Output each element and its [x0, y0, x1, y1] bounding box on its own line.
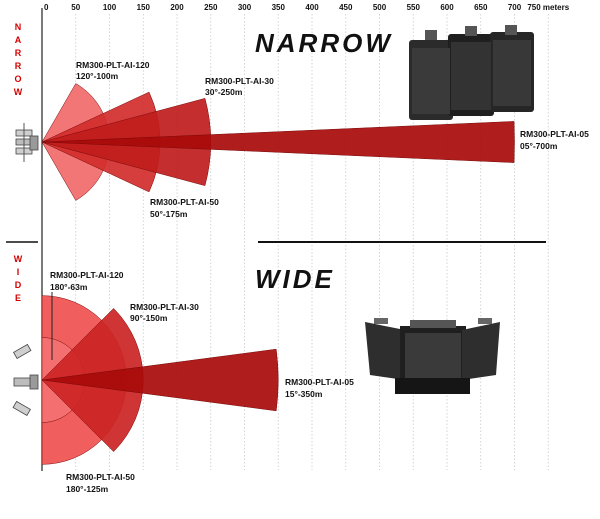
- narrow-label-120-spec: 120°-100m: [76, 71, 119, 81]
- side-letter: D: [15, 280, 22, 290]
- axis-tick-label: 250: [204, 3, 218, 12]
- narrow-label-05-spec: 05°-700m: [520, 141, 558, 151]
- side-label-wide: WIDE: [14, 254, 23, 303]
- wide-title: WIDE: [255, 264, 335, 294]
- side-letter: N: [15, 22, 22, 32]
- axis-tick-label: 100: [103, 3, 117, 12]
- illuminator-icon-wide: [12, 343, 39, 417]
- narrow-label-120-model: RM300-PLT-AI-120: [76, 60, 150, 70]
- wide-label-05-spec: 15°-350m: [285, 389, 323, 399]
- narrow-label-30-model: RM300-PLT-AI-30: [205, 76, 274, 86]
- axis-tick-label: 350: [272, 3, 286, 12]
- axis-tick-label: 650: [474, 3, 488, 12]
- axis-tick-label: 300: [238, 3, 252, 12]
- wide-label-120-model: RM300-PLT-AI-120: [50, 270, 124, 280]
- wide-illuminator-product-image: [365, 318, 500, 394]
- narrow-beam-cone: [41, 121, 515, 163]
- wide-label-30-model: RM300-PLT-AI-30: [130, 302, 199, 312]
- side-letter: W: [14, 254, 23, 264]
- wide-label-50-model: RM300-PLT-AI-50: [66, 472, 135, 482]
- axis-tick-label: 500: [373, 3, 387, 12]
- axis-tick-label: 600: [440, 3, 454, 12]
- wide-label-05-model: RM300-PLT-AI-05: [285, 377, 354, 387]
- axis-tick-label: 150: [137, 3, 151, 12]
- side-label-narrow: NARROW: [14, 22, 23, 97]
- wide-beam-cones: [41, 295, 279, 465]
- axis-tick-label: 550: [407, 3, 421, 12]
- narrow-label-05-model: RM300-PLT-AI-05: [520, 129, 589, 139]
- axis-tick-label: 200: [170, 3, 184, 12]
- axis-tick-label: 700: [508, 3, 522, 12]
- axis-tick-label: 50: [71, 3, 80, 12]
- narrow-beam-cones: [41, 83, 515, 201]
- side-letter: W: [14, 87, 23, 97]
- side-letter: R: [15, 61, 22, 71]
- side-letter: R: [15, 48, 22, 58]
- side-letter: O: [14, 74, 21, 84]
- axis-tick-label: 400: [305, 3, 319, 12]
- wide-label-120-spec: 180°-63m: [50, 282, 88, 292]
- axis-tick-label: 0: [44, 3, 49, 12]
- narrow-illuminator-product-image: [409, 25, 534, 120]
- wide-beam-cone: [41, 348, 279, 412]
- wide-label-50-spec: 180°-125m: [66, 484, 109, 494]
- axis-tick-label: 450: [339, 3, 353, 12]
- narrow-label-50-model: RM300-PLT-AI-50: [150, 197, 219, 207]
- side-letter: A: [15, 35, 22, 45]
- illuminator-icon-narrow: [15, 123, 39, 162]
- side-letter: E: [15, 293, 21, 303]
- wide-label-30-spec: 90°-150m: [130, 313, 168, 323]
- narrow-title: NARROW: [255, 28, 393, 58]
- side-letter: I: [17, 267, 20, 277]
- narrow-label-30-spec: 30°-250m: [205, 87, 243, 97]
- narrow-label-50-spec: 50°-175m: [150, 209, 188, 219]
- axis-tick-label: 750 meters: [527, 3, 569, 12]
